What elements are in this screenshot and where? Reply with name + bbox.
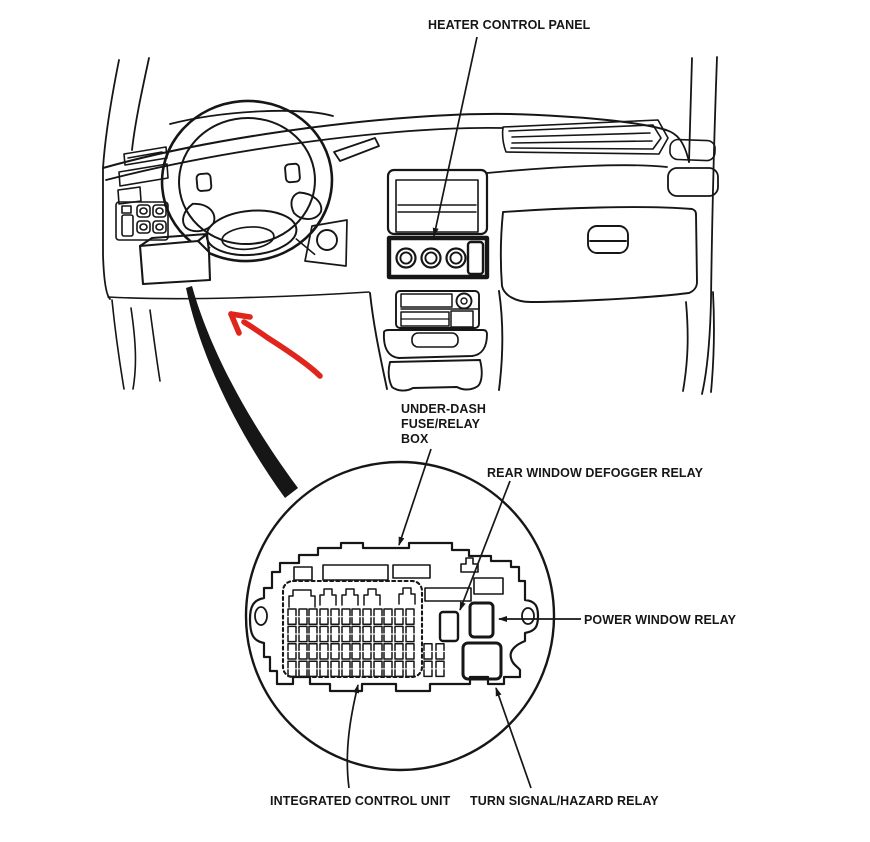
heater-slider [466,240,485,276]
fuse-grid [287,608,445,678]
side-vent-right [486,164,719,197]
turn-signal-stalk [333,137,380,162]
label-under-dash-3: BOX [401,432,429,446]
console-storage [395,290,480,329]
rear-window-defogger-relay [438,610,460,643]
label-integrated-control-unit: INTEGRATED CONTROL UNIT [270,794,451,808]
under-dash-box-in-situ [138,232,212,286]
center-stack [369,168,504,392]
leader-turn-signal [495,687,532,789]
driver-switch-panel [115,201,169,241]
red-annotation-arrow [228,311,323,379]
lighter-socket [455,292,473,310]
callouts: HEATER CONTROL PANEL UNDER-DASH FUSE/REL… [270,18,737,808]
dashboard-illustration [102,56,719,395]
console-pocket [382,329,488,359]
ignition-switch [316,229,338,251]
label-rear-window-defogger-relay: REAR WINDOW DEFOGGER RELAY [487,466,704,480]
fuse-relay-box-detail [248,541,540,693]
driver-vents [117,146,169,205]
glove-box-handle [587,225,629,254]
magnifier-pointer [186,286,298,498]
leader-heater [432,36,478,237]
kick-panels [107,291,370,390]
turn-signal-hazard-relay [461,641,503,681]
label-heater-control-panel: HEATER CONTROL PANEL [428,18,591,32]
glove-box [499,206,698,303]
mount-hole-left [254,606,268,626]
a-pillar-right [682,56,718,395]
leader-icu [346,684,360,789]
label-under-dash-2: FUSE/RELAY [401,417,481,431]
label-under-dash-1: UNDER-DASH [401,402,486,416]
leader-defogger [459,480,511,611]
steering-column [304,137,380,267]
label-turn-signal-hazard-relay: TURN SIGNAL/HAZARD RELAY [470,794,659,808]
heater-control-panel [386,235,490,280]
leader-under-dash [398,448,432,546]
fuse-box-outline [248,541,540,693]
console-lower [369,290,504,392]
icu-connectors [288,587,416,608]
mount-hole-right [521,607,535,625]
power-window-relay [468,601,495,639]
passenger-vent-strip [501,119,716,162]
label-power-window-relay: POWER WINDOW RELAY [584,613,737,627]
